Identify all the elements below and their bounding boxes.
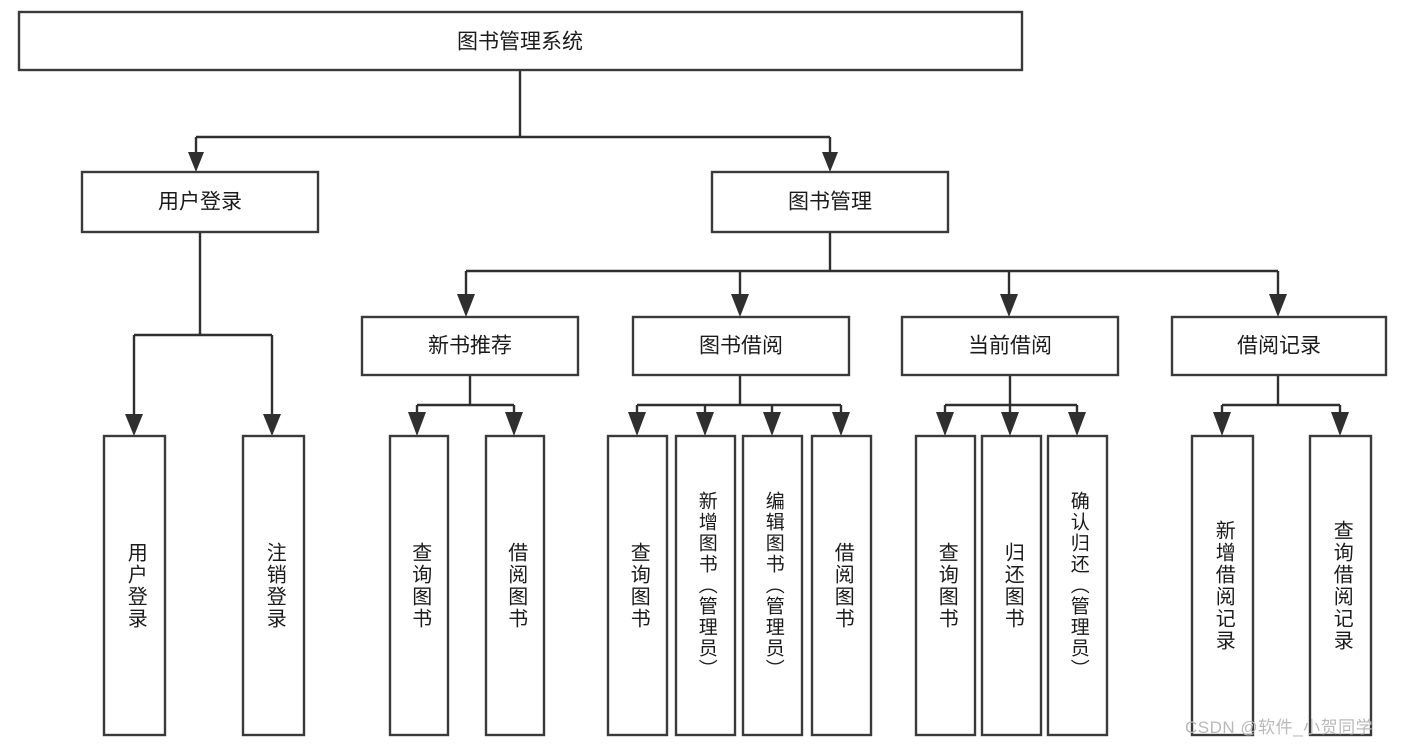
arrow-to-current-borrow — [1000, 294, 1018, 317]
arrow-to-leaf-query-book-recommend — [408, 412, 426, 436]
node-leaf-borrow-book-box[interactable] — [810, 434, 873, 737]
arrow-to-leaf-return-book — [1001, 412, 1019, 436]
connector-layer — [125, 70, 1349, 436]
node-leaf-query-book-recommend-box[interactable] — [388, 434, 450, 737]
node-leaf-edit-book-admin-box[interactable] — [741, 434, 804, 737]
arrow-to-leaf-logout-login — [263, 414, 281, 436]
node-user-login[interactable]: 用户登录 — [80, 170, 320, 234]
arrow-to-leaf-borrow-book — [832, 412, 850, 436]
node-leaf-user-login-box[interactable] — [102, 434, 167, 737]
arrow-to-user-login — [188, 152, 204, 172]
arrow-to-book-borrow — [731, 294, 749, 317]
node-book-borrow-box[interactable] — [631, 315, 851, 377]
node-root-box[interactable] — [17, 10, 1024, 72]
node-leaf-borrow-book-recommend-box[interactable] — [484, 434, 546, 737]
node-borrow-record[interactable]: 借阅记录 — [1170, 315, 1388, 377]
node-book-manage-label: 图书管理 — [788, 191, 872, 214]
node-new-book-recommend-box[interactable] — [360, 315, 580, 377]
node-new-book-recommend[interactable]: 新书推荐 — [360, 315, 580, 377]
node-leaf-return-book-box[interactable] — [980, 434, 1043, 737]
node-leaf-add-borrow-record-box[interactable] — [1190, 434, 1255, 737]
node-leaf-query-borrow-record-box[interactable] — [1308, 434, 1373, 737]
node-borrow-record-label: 借阅记录 — [1237, 335, 1321, 358]
arrow-to-book-manage — [822, 152, 838, 172]
node-root-label: 图书管理系统 — [457, 31, 583, 54]
node-new-book-recommend-label: 新书推荐 — [428, 335, 512, 358]
arrow-to-leaf-edit-book-admin — [763, 412, 781, 436]
arrow-to-leaf-confirm-return-admin — [1068, 412, 1086, 436]
node-current-borrow-box[interactable] — [900, 315, 1120, 377]
arrow-to-leaf-user-login — [125, 414, 143, 436]
node-book-borrow-label: 图书借阅 — [699, 335, 783, 358]
watermark: CSDN @软件_小贺同学 — [1185, 718, 1374, 737]
arrow-to-leaf-add-borrow-record — [1213, 412, 1231, 436]
arrow-to-leaf-borrow-book-recommend — [505, 412, 523, 436]
node-leaf-query-book-borrow-box[interactable] — [606, 434, 669, 737]
node-book-borrow[interactable]: 图书借阅 — [631, 315, 851, 377]
arrow-to-new-book-recommend — [457, 294, 475, 317]
leaf-box-layer — [102, 434, 1373, 737]
node-book-manage[interactable]: 图书管理 — [710, 170, 950, 234]
arrow-to-leaf-add-book-admin — [696, 412, 714, 436]
node-leaf-logout-login-box[interactable] — [241, 434, 306, 737]
node-current-borrow-label: 当前借阅 — [968, 335, 1052, 358]
node-borrow-record-box[interactable] — [1170, 315, 1388, 377]
node-leaf-query-book-current-box[interactable] — [914, 434, 977, 737]
node-leaf-confirm-return-admin-box[interactable] — [1046, 434, 1109, 737]
node-root[interactable]: 图书管理系统 — [17, 10, 1024, 72]
node-current-borrow[interactable]: 当前借阅 — [900, 315, 1120, 377]
arrow-to-leaf-query-book-borrow — [628, 412, 646, 436]
node-leaf-add-book-admin-box[interactable] — [674, 434, 737, 737]
arrow-to-leaf-query-book-current — [936, 412, 954, 436]
arrow-to-borrow-record — [1269, 294, 1287, 317]
arrow-to-leaf-query-borrow-record — [1331, 412, 1349, 436]
node-user-login-label: 用户登录 — [158, 191, 242, 214]
node-book-manage-box[interactable] — [710, 170, 950, 234]
node-user-login-box[interactable] — [80, 170, 320, 234]
